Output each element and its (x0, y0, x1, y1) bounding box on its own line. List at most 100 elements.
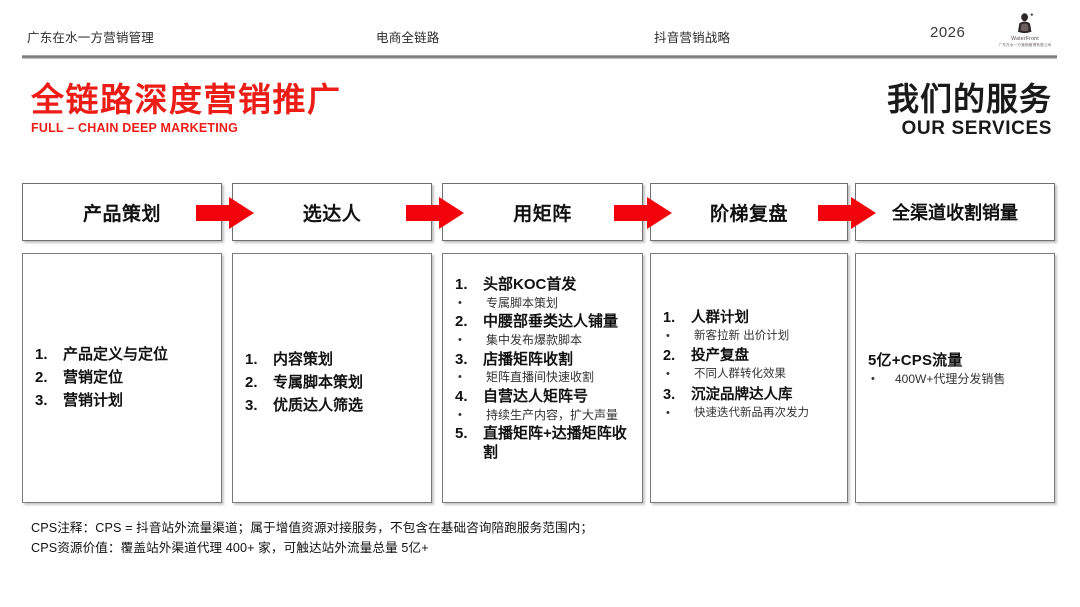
list-item: 2. 投产复盘 (663, 347, 839, 366)
page-title-cn: 全链路深度营销推广 (31, 81, 342, 118)
flow-step-3-header[interactable]: 用矩阵 (442, 183, 643, 241)
list-item: 1. 产品定义与定位 (35, 344, 213, 366)
flow-step-2-body: 1. 内容策划 2. 专属脚本策划 3. 优质达人筛选 (232, 253, 432, 503)
list-marker: 1. (245, 351, 258, 368)
section-title-cn: 我们的服务 (886, 81, 1052, 117)
flow-step-1-title: 产品策划 (82, 203, 161, 225)
list-text: 营销计划 (63, 391, 124, 409)
flow-step-5-title: 全渠道收割销量 (892, 203, 1018, 223)
list-text: 专属脚本策划 (273, 373, 364, 391)
company-logo: WaterFront 广东在水一方营销管理有限公司 (997, 13, 1053, 49)
flow-arrow-2-to-3 (406, 196, 464, 230)
list-text: 快速迭代新品再次发力 (694, 406, 809, 419)
list-text: 中腰部垂类达人铺量 (483, 313, 619, 331)
list-marker: • (666, 329, 670, 342)
footnote-line-1: CPS注释：CPS = 抖音站外流量渠道；属于增值资源对接服务，不包含在基础咨询… (31, 521, 594, 535)
list-marker: • (666, 368, 670, 381)
list-marker: 1. (455, 276, 468, 293)
logo-figure-icon (1015, 13, 1035, 35)
list-marker: 4. (455, 388, 468, 406)
list-text: 沉淀品牌达人库 (691, 386, 793, 403)
list-text: 自营达人矩阵号 (483, 388, 589, 406)
section-title-en: OUR SERVICES (901, 117, 1052, 139)
list-marker: 3. (35, 391, 48, 409)
list-text: 专属脚本策划 (486, 295, 559, 310)
list-marker: 2. (245, 373, 258, 391)
list-text: 产品定义与定位 (63, 346, 169, 363)
list-item: 3. 沉淀品牌达人库 (663, 386, 839, 405)
flow-step-5-body: 5亿+CPS流量 • 400W+代理分发销售 (855, 253, 1055, 503)
list-marker: • (458, 296, 462, 309)
page-title-en: FULL – CHAIN DEEP MARKETING (31, 120, 239, 135)
list-item: • 持续生产内容，扩大声量 (455, 408, 634, 424)
list-marker: • (871, 373, 875, 385)
list-text: 内容策划 (273, 351, 334, 368)
flow-step-4-body: 1. 人群计划 • 新客拉新 出价计划 2. 投产复盘 • 不同人群转化效果 3… (650, 253, 848, 503)
list-text: 新客拉新 出价计划 (694, 329, 790, 342)
list-text: 营销定位 (63, 368, 124, 386)
list-text: 不同人群转化效果 (694, 368, 786, 381)
list-item: 1. 内容策划 (245, 349, 423, 371)
header-divider (22, 55, 1057, 59)
list-item: 3. 营销计划 (35, 390, 213, 412)
flow-arrow-3-to-4 (614, 196, 672, 230)
footnote-line-2: CPS资源价值：覆盖站外渠道代理 400+ 家，可触达站外流量总量 5亿+ (31, 540, 429, 555)
flow-step-3-body: 1. 头部KOC首发 • 专属脚本策划 2. 中腰部垂类达人铺量 • 集中发布爆… (442, 253, 643, 503)
header-topic: 电商全链路 (376, 31, 440, 45)
list-text: 店播矩阵收割 (483, 350, 574, 368)
list-item: • 400W+代理分发销售 (868, 372, 1046, 387)
list-marker: 3. (455, 350, 468, 368)
list-text: 人群计划 (691, 310, 749, 326)
flow-step-4-header[interactable]: 阶梯复盘 (650, 183, 848, 241)
list-marker: • (458, 408, 462, 421)
header-year: 2026 (930, 24, 966, 41)
list-item: • 快速迭代新品再次发力 (663, 406, 839, 422)
list-marker: 5. (455, 425, 468, 443)
list-item: • 集中发布爆款脚本 (455, 333, 634, 349)
list-item: • 矩阵直播间快速收割 (455, 370, 634, 386)
list-text: 集中发布爆款脚本 (486, 333, 583, 348)
list-text: 优质达人筛选 (273, 396, 364, 414)
list-marker: 2. (35, 368, 48, 386)
logo-wordmark-sub: 广东在水一方营销管理有限公司 (998, 43, 1052, 48)
list-marker: 3. (663, 386, 676, 403)
list-marker: 2. (663, 348, 676, 365)
list-text: 投产复盘 (691, 348, 749, 365)
flow-step-4-title: 阶梯复盘 (709, 203, 788, 225)
list-item: • 不同人群转化效果 (663, 367, 839, 383)
flow-step-5-header[interactable]: 全渠道收割销量 (855, 183, 1055, 241)
list-text: 矩阵直播间快速收割 (486, 370, 595, 385)
flow-step-2-title: 选达人 (302, 203, 362, 225)
list-item: 1. 人群计划 (663, 309, 839, 328)
list-item: 1. 头部KOC首发 (455, 276, 634, 295)
flow-step-2-header[interactable]: 选达人 (232, 183, 432, 241)
header-company: 广东在水一方营销管理 (27, 31, 155, 45)
list-marker: • (458, 334, 462, 347)
footnotes: CPS注释：CPS = 抖音站外流量渠道；属于增值资源对接服务，不包含在基础咨询… (31, 519, 593, 558)
highlight-text: 5亿+CPS流量 (868, 352, 963, 369)
flow-step-1-header[interactable]: 产品策划 (22, 183, 222, 241)
flow-step-1-body: 1. 产品定义与定位 2. 营销定位 3. 营销计划 (22, 253, 222, 503)
list-marker: 1. (663, 310, 676, 326)
list-marker: • (666, 406, 670, 419)
list-item: 2. 专属脚本策划 (245, 372, 423, 394)
list-item: 3. 优质达人筛选 (245, 395, 423, 417)
logo-wordmark-main: WaterFront (1011, 36, 1039, 42)
list-item: 3. 店播矩阵收割 (455, 351, 634, 370)
list-marker: • (458, 371, 462, 384)
list-item: • 新客拉新 出价计划 (663, 329, 839, 345)
list-item: • 专属脚本策划 (455, 296, 634, 312)
list-text: 头部KOC首发 (483, 276, 577, 293)
slide-header: 广东在水一方营销管理 电商全链路 抖音营销战略 2026 WaterFront … (0, 0, 1080, 50)
list-text: 400W+代理分发销售 (895, 372, 1006, 386)
flow-step-3-title: 用矩阵 (513, 203, 572, 225)
list-marker: 2. (455, 313, 468, 331)
list-marker: 1. (35, 346, 48, 363)
flow-arrow-4-to-5 (818, 196, 876, 230)
flow-arrow-1-to-2 (196, 196, 254, 230)
list-item: 2. 中腰部垂类达人铺量 (455, 313, 634, 332)
list-item: 4. 自营达人矩阵号 (455, 388, 634, 407)
header-strategy: 抖音营销战略 (654, 31, 731, 45)
logo-wordmark: WaterFront 广东在水一方营销管理有限公司 (997, 36, 1053, 48)
